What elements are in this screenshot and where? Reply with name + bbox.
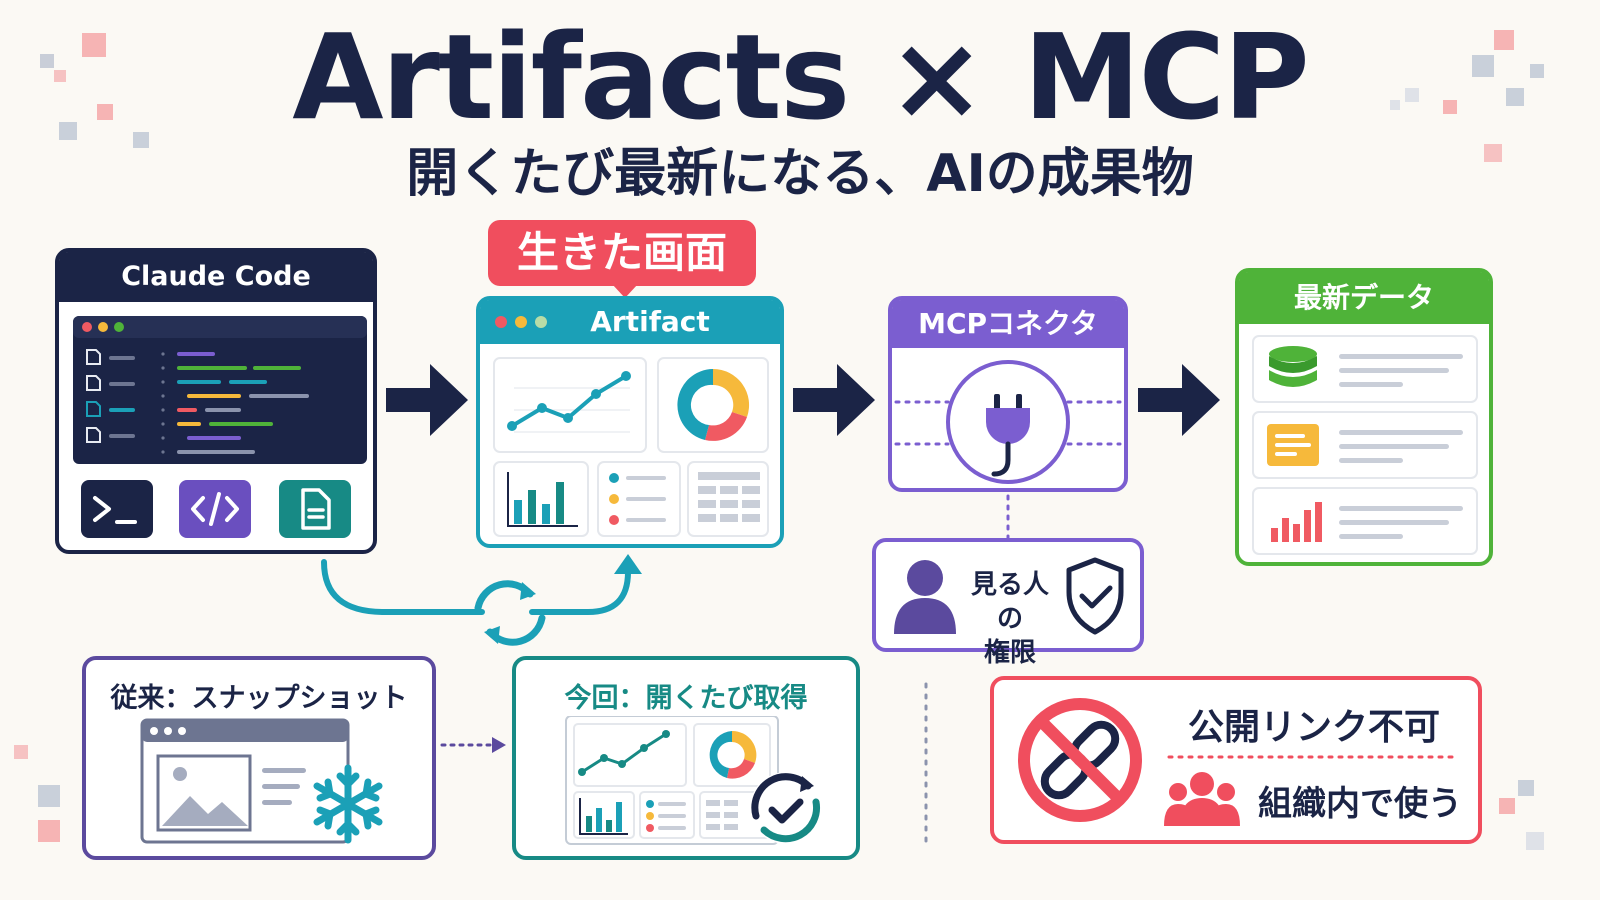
current-label: 今回：開くたび取得 bbox=[564, 683, 808, 714]
latest-data-title: 最新データ bbox=[1293, 281, 1434, 314]
decor-square bbox=[1405, 88, 1419, 102]
code-editor-window bbox=[73, 316, 367, 464]
image-icon bbox=[156, 754, 252, 832]
artifact-title: Artifact bbox=[590, 305, 710, 338]
live-screen-badge: 生きた画面 bbox=[488, 220, 756, 286]
decor-square bbox=[1472, 55, 1494, 77]
decor-square bbox=[1499, 798, 1515, 814]
decor-square bbox=[1494, 30, 1514, 50]
decor-square bbox=[1506, 88, 1524, 106]
live-screen-badge-label: 生きた画面 bbox=[516, 228, 727, 277]
decor-square bbox=[1390, 100, 1400, 110]
artifact-header: Artifact bbox=[480, 300, 780, 344]
bar-chart-icon bbox=[1271, 502, 1322, 542]
flow-arrow bbox=[386, 364, 468, 436]
line-chart-icon bbox=[507, 371, 631, 433]
decor-square bbox=[97, 104, 113, 120]
decor-square bbox=[82, 33, 106, 57]
decor-square bbox=[1530, 64, 1544, 78]
connector-dotted-line bbox=[1006, 494, 1010, 540]
group-icon bbox=[1164, 772, 1240, 826]
claude-code-title: Claude Code bbox=[121, 261, 311, 292]
shield-check-icon bbox=[1066, 557, 1124, 635]
conventional-snapshot-panel: 従来：スナップショット bbox=[82, 656, 436, 860]
decor-square bbox=[1443, 100, 1457, 114]
public-link-label: 公開リンク不可 bbox=[1187, 707, 1440, 748]
bar-chart-icon bbox=[579, 798, 628, 835]
decor-square bbox=[40, 54, 54, 68]
conventional-label: 従来：スナップショット bbox=[110, 683, 408, 714]
window-controls bbox=[495, 316, 547, 328]
artifact-dashboard bbox=[493, 357, 769, 537]
refresh-icon bbox=[474, 580, 546, 646]
terminal-icon bbox=[81, 480, 153, 538]
restriction-panel: 公開リンク不可 組織内で使う bbox=[990, 676, 1482, 844]
restriction-dotted-line bbox=[1167, 755, 1455, 759]
document-icon bbox=[279, 480, 351, 538]
plug-icon bbox=[894, 360, 1122, 484]
snapshot-window bbox=[140, 718, 383, 844]
bar-chart-icon bbox=[507, 472, 578, 527]
no-link-icon bbox=[1018, 698, 1142, 822]
claude-code-header: Claude Code bbox=[59, 252, 373, 302]
latest-data-rows bbox=[1252, 335, 1478, 555]
current-dashboard bbox=[565, 716, 822, 845]
refresh-loop bbox=[321, 554, 642, 646]
decor-square bbox=[1484, 144, 1502, 162]
main-title: Artifacts × MCP bbox=[292, 8, 1309, 146]
latest-data-panel: 最新データ bbox=[1235, 268, 1493, 566]
decor-square bbox=[1526, 832, 1544, 850]
code-icon bbox=[179, 480, 251, 538]
artifact-panel: Artifact bbox=[476, 296, 784, 548]
text-block-icon bbox=[1267, 424, 1319, 466]
mcp-title: MCPコネクタ bbox=[918, 307, 1098, 340]
donut-chart-icon bbox=[677, 368, 750, 441]
transition-arrow bbox=[440, 737, 506, 753]
donut-chart-icon bbox=[709, 730, 757, 779]
line-chart-icon bbox=[578, 730, 670, 776]
decor-square bbox=[38, 820, 60, 842]
snowflake-icon bbox=[313, 764, 383, 844]
user-icon bbox=[894, 560, 956, 634]
badge-pointer bbox=[612, 284, 638, 298]
claude-code-panel: Claude Code bbox=[55, 248, 377, 554]
decor-square bbox=[59, 122, 77, 140]
latest-data-header: 最新データ bbox=[1239, 272, 1489, 324]
flow-arrow bbox=[793, 364, 875, 436]
decor-square bbox=[1518, 780, 1534, 796]
decor-square bbox=[54, 70, 66, 82]
mcp-connector-panel: MCPコネクタ bbox=[888, 296, 1128, 492]
subtitle: 開くたび最新になる、AIの成果物 bbox=[406, 144, 1194, 204]
current-fetch-panel: 今回：開くたび取得 bbox=[512, 656, 860, 860]
mcp-header: MCPコネクタ bbox=[892, 300, 1124, 348]
permission-label-line2: 権限 bbox=[983, 638, 1036, 668]
decor-square bbox=[133, 132, 149, 148]
permission-box: 見る人の 権限 bbox=[872, 538, 1144, 668]
permission-label-line1: 見る人の bbox=[970, 570, 1049, 634]
table-icon bbox=[698, 472, 760, 522]
decor-square bbox=[14, 745, 28, 759]
database-icon bbox=[1269, 346, 1317, 387]
org-use-label: 組織内で使う bbox=[1258, 784, 1462, 824]
permission-label: 見る人の 権限 bbox=[964, 568, 1056, 670]
section-divider bbox=[924, 682, 928, 848]
list-icon bbox=[609, 473, 666, 525]
decor-square bbox=[38, 785, 60, 807]
flow-arrow bbox=[1138, 364, 1220, 436]
refresh-check-icon bbox=[750, 772, 822, 844]
